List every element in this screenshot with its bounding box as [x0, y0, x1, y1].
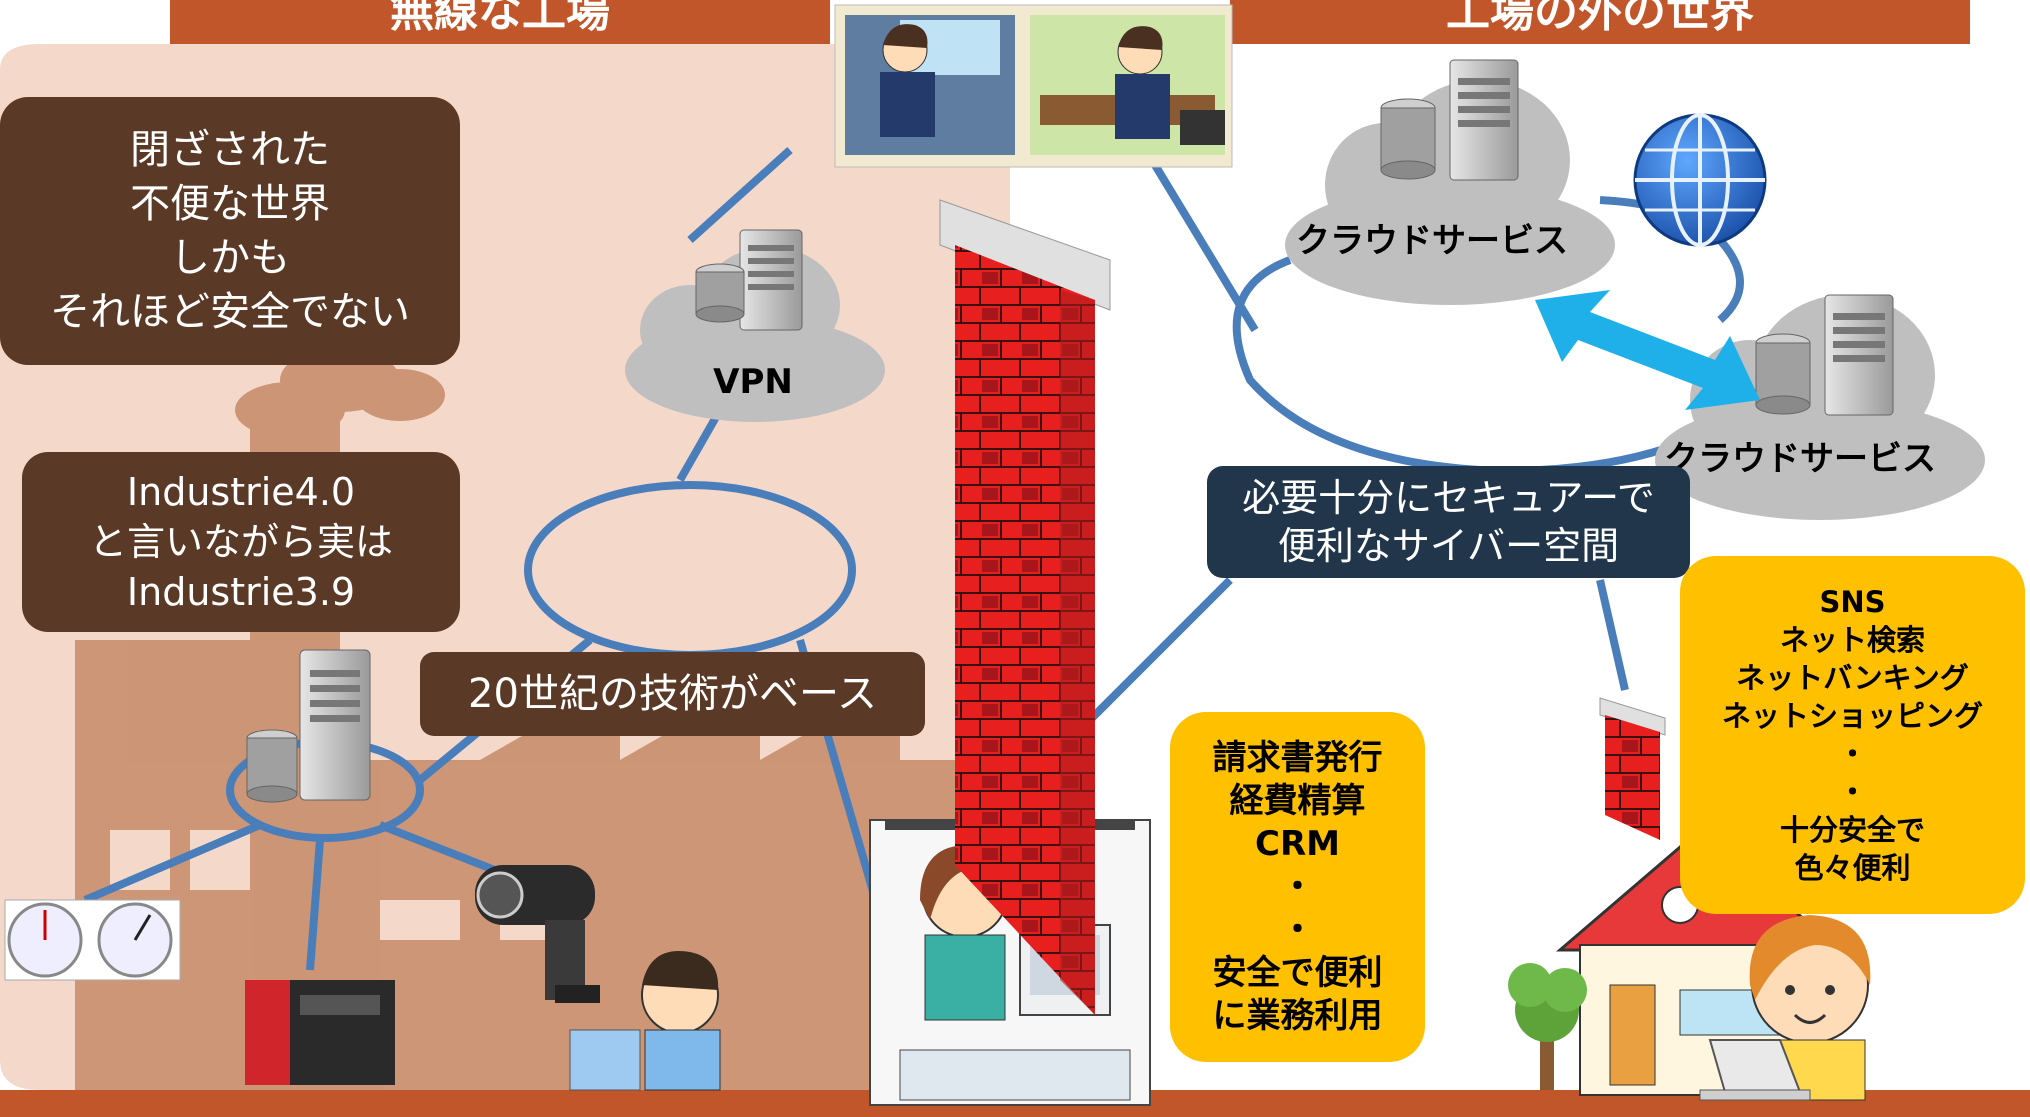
business-line: ・ [1280, 866, 1315, 907]
consumer-line: ・ [1837, 775, 1867, 809]
tech-base-callout: 20世紀の技術がベース [420, 652, 925, 736]
closed-world-callout: 閉ざされた 不便な世界 しかも それほど安全でない [0, 97, 460, 365]
consumer-line: 十分安全で [1779, 813, 1925, 847]
tech-base-label: 20世紀の技術がベース [468, 671, 877, 717]
business-line: 安全で便利 [1212, 952, 1383, 993]
consumer-line: ネット検索 [1779, 623, 1925, 657]
business-line: 請求書発行 [1212, 737, 1383, 778]
business-services-box: 請求書発行 経費精算 CRM ・ ・ 安全で便利 に業務利用 [1170, 712, 1425, 1062]
cyber-space-line: 便利なサイバー空間 [1277, 524, 1620, 568]
consumer-services-box: SNS ネット検索 ネットバンキング ネットショッピング ・ ・ 十分安全で 色… [1680, 556, 2025, 914]
industrie-line: Industrie4.0 [126, 470, 356, 514]
consumer-line: SNS [1819, 585, 1886, 619]
double-arrow-icon [1535, 290, 1760, 410]
header-right: 工場の外の世界 [1446, 0, 1754, 37]
globe-icon [1633, 113, 1767, 247]
vpn-label: VPN [713, 362, 793, 402]
consumer-line: 色々便利 [1794, 851, 1911, 885]
tree-icon [1508, 963, 1587, 1090]
business-line: CRM [1255, 823, 1340, 864]
closed-world-line: しかも [170, 235, 290, 281]
consumer-line: ネットバンキング [1736, 661, 1969, 695]
worker-person-icon [569, 950, 721, 1091]
cyber-space-line: 必要十分にセキュアーで [1242, 476, 1655, 520]
business-line: ・ [1280, 909, 1315, 950]
plc-icon [245, 980, 395, 1085]
cloud-server-icon-1 [1380, 59, 1519, 181]
industrie-callout: Industrie4.0 と言いながら実は Industrie3.9 [22, 452, 460, 632]
factory-server-icon [246, 649, 371, 803]
business-line: に業務利用 [1212, 995, 1383, 1036]
business-line: 経費精算 [1229, 780, 1366, 821]
cloud-service-icon-2 [1655, 295, 1985, 520]
header-bar-left [170, 0, 830, 44]
closed-world-line: 閉ざされた [130, 127, 330, 173]
cyber-space-callout: 必要十分にセキュアーで 便利なサイバー空間 [1207, 466, 1690, 578]
gauge-icon [4, 899, 181, 981]
cloud-service-label-1: クラウドサービス [1296, 221, 1568, 261]
cloud-service-label-2: クラウドサービス [1664, 439, 1936, 479]
laptop-icon [1699, 1039, 1811, 1101]
header-bar-right [1230, 0, 1970, 44]
industrie-line: Industrie3.9 [126, 570, 356, 614]
industrie-line: と言いながら実は [88, 520, 393, 564]
small-firewall-icon [1599, 697, 1666, 840]
mobile-workers-image [834, 4, 1233, 168]
cloud-server-icon-2 [1755, 294, 1894, 416]
vpn-server-icon [695, 229, 803, 331]
webcam-icon [475, 865, 600, 1003]
consumer-line: ・ [1837, 737, 1867, 771]
closed-world-line: 不便な世界 [130, 181, 330, 227]
header-left: 無線な工場 [390, 0, 610, 37]
firewall-icon [939, 199, 1111, 1015]
closed-world-line: それほど安全でない [50, 289, 410, 335]
consumer-line: ネットショッピング [1721, 699, 1983, 733]
